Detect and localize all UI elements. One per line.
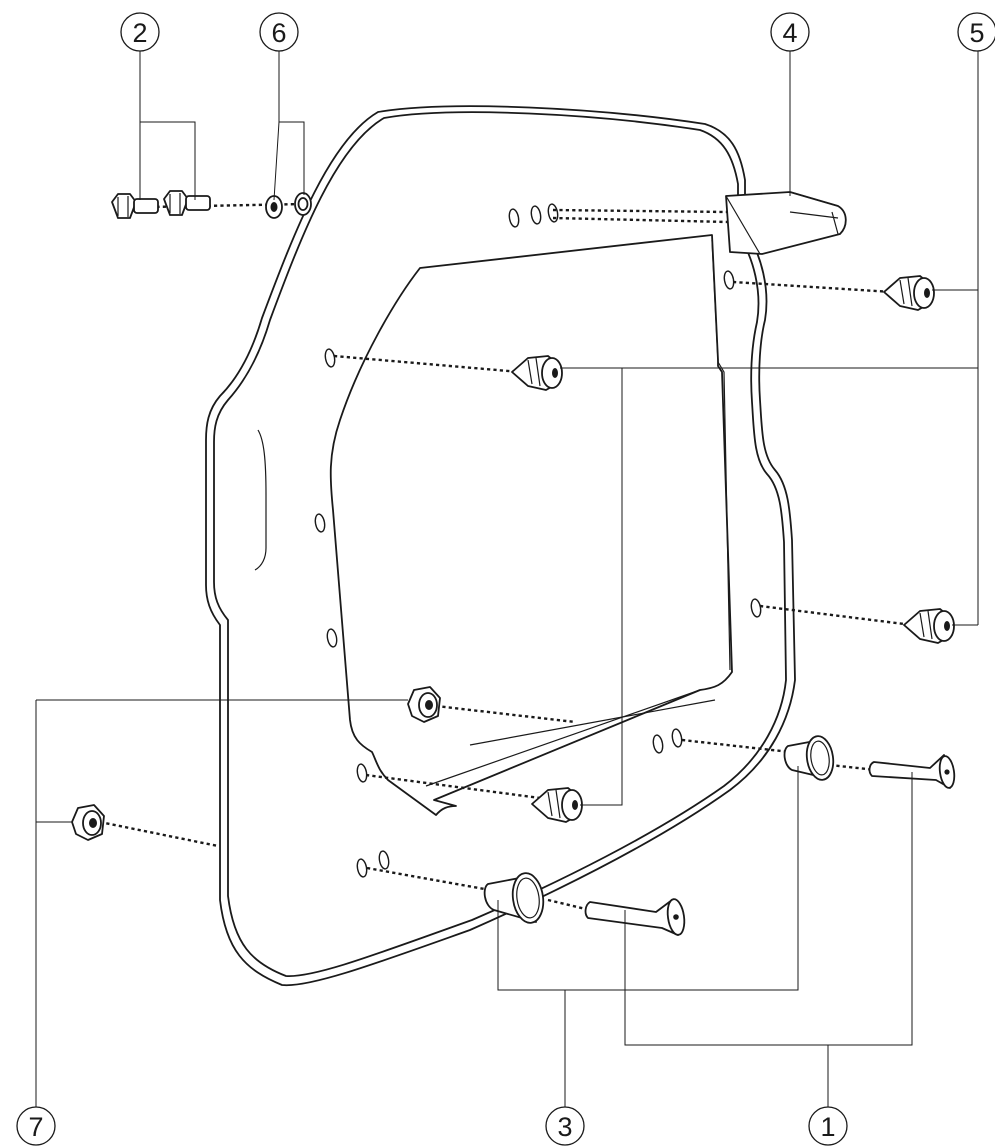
grommet-part-5-b xyxy=(511,355,563,391)
callout-6: 6 xyxy=(259,12,299,52)
leader-lines xyxy=(35,50,979,1120)
nut-part-7-a xyxy=(407,686,441,723)
callout-label-5: 5 xyxy=(969,18,984,48)
callout-7: 7 xyxy=(16,1106,56,1146)
callout-label-3: 3 xyxy=(557,1112,572,1142)
callout-label-6: 6 xyxy=(271,18,286,48)
washer-part-6 xyxy=(265,192,312,219)
callout-label-2: 2 xyxy=(132,18,147,48)
nut-part-7-b xyxy=(71,804,105,841)
screw-part-1-b xyxy=(584,898,686,936)
callout-2: 2 xyxy=(120,12,160,52)
bracket-part-4 xyxy=(725,191,847,255)
callout-label-4: 4 xyxy=(782,18,797,48)
callout-3: 3 xyxy=(545,1106,585,1146)
spacer-part-3-a xyxy=(783,735,835,781)
screw-part-1-a xyxy=(868,754,956,789)
callout-5: 5 xyxy=(957,12,995,52)
callout-4: 4 xyxy=(770,12,810,52)
mounting-plate xyxy=(205,105,796,987)
callout-1: 1 xyxy=(808,1106,848,1146)
grommet-part-5-d xyxy=(531,787,583,823)
grommet-part-5-a xyxy=(883,275,935,311)
spacer-part-3-b xyxy=(483,872,545,924)
callout-label-1: 1 xyxy=(820,1112,835,1142)
callout-label-7: 7 xyxy=(28,1112,43,1142)
hex-bolt-part-2 xyxy=(111,190,211,219)
grommet-part-5-c xyxy=(903,608,955,644)
